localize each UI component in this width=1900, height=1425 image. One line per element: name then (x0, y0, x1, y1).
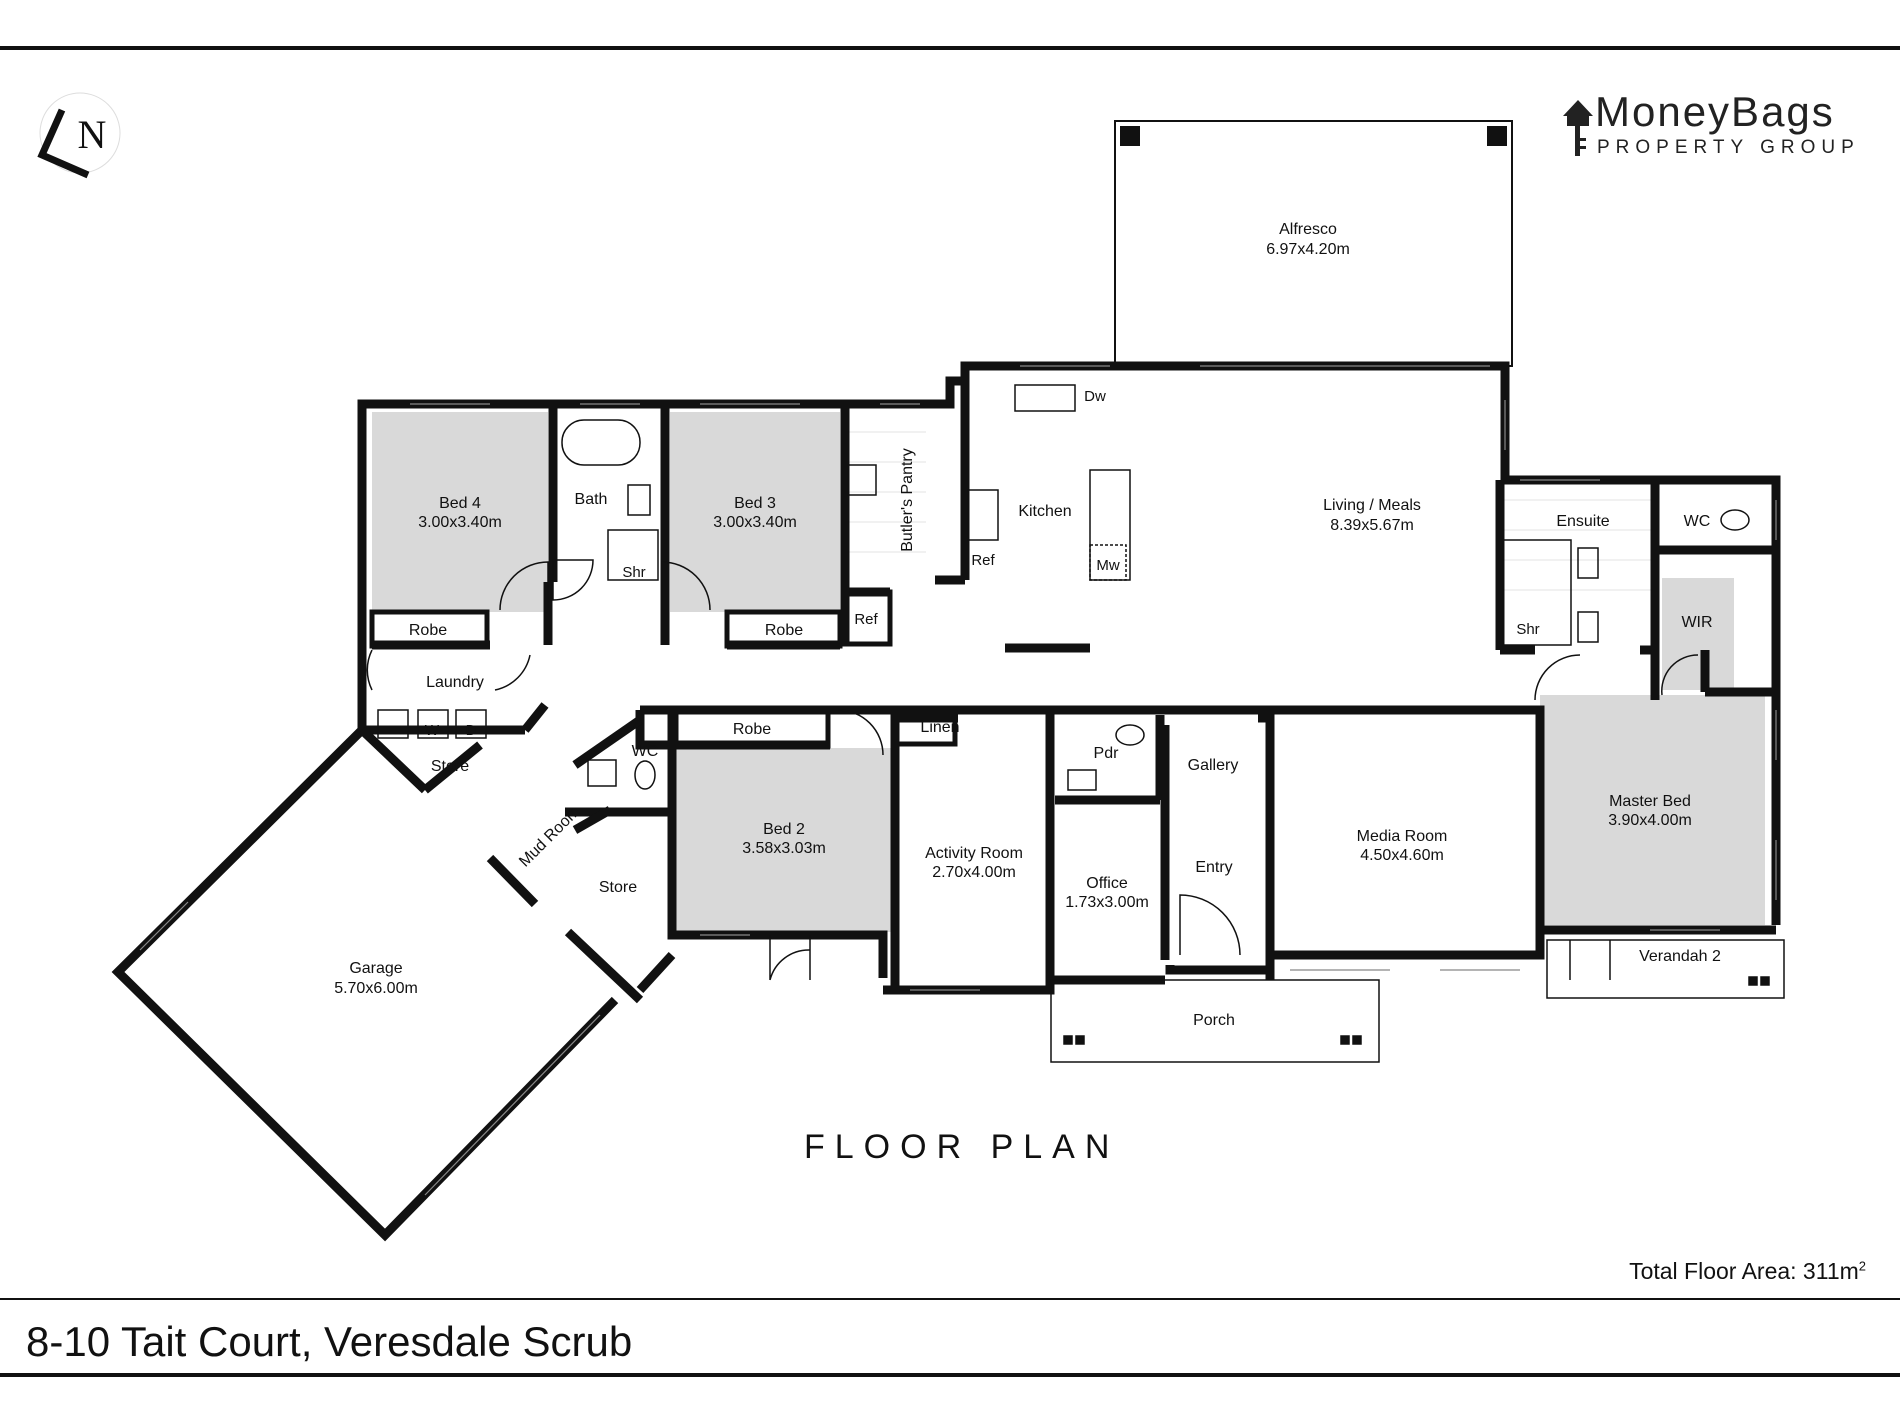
porch-label: Porch (1193, 1012, 1235, 1029)
master-label: Master Bed (1609, 793, 1691, 810)
butlers-ref-label: Ref (854, 611, 878, 628)
dryer (455, 709, 487, 739)
office-label: Office (1086, 875, 1128, 892)
bath-label: Bath (575, 491, 608, 508)
windows (139, 365, 1777, 1196)
dw-label: Dw (1084, 388, 1106, 405)
house-key-icon (1563, 100, 1593, 156)
bed3-dim: 3.00x3.40m (713, 514, 797, 531)
bed2-robe-label: Robe (733, 721, 771, 738)
room-labels: Alfresco 6.97x4.20m Living / Meals 8.39x… (334, 221, 1721, 1029)
bed3-label: Bed 3 (734, 495, 776, 512)
total-floor-area: Total Floor Area: 311m2 (1629, 1258, 1866, 1285)
ensuite-label: Ensuite (1556, 513, 1609, 530)
north-letter: N (78, 112, 107, 157)
total-floor-area-text: Total Floor Area: 311m (1629, 1258, 1859, 1284)
cooktop (967, 489, 999, 541)
activity-label: Activity Room (925, 845, 1023, 862)
shaded-bedrooms (372, 412, 1765, 932)
entry-label: Entry (1195, 859, 1232, 876)
page-title: FLOOR PLAN (804, 1128, 1120, 1166)
garage-dim: 5.70x6.00m (334, 980, 418, 997)
ensuite-shower (1502, 539, 1572, 646)
bath-basin (627, 484, 651, 516)
pdr-label: Pdr (1094, 745, 1120, 762)
walls (111, 361, 1781, 1242)
kitchen-sink (1014, 384, 1076, 412)
mud-label: Mud Room (516, 803, 583, 870)
washer-label: W (425, 722, 440, 739)
wc-master-pan (1720, 509, 1750, 531)
ensuite-basin-1 (1577, 547, 1599, 579)
north-logo: N (37, 92, 121, 179)
bottom-rule-2 (0, 1373, 1900, 1377)
bed4-label: Bed 4 (439, 495, 481, 512)
living-label: Living / Meals (1323, 497, 1421, 514)
brand-name: MoneyBags (1595, 88, 1835, 135)
bed2-label: Bed 2 (763, 821, 805, 838)
bed4-dim: 3.00x3.40m (418, 514, 502, 531)
gallery-label: Gallery (1188, 757, 1239, 774)
store2-label: Store (599, 879, 637, 896)
wc-master-label: WC (1684, 513, 1711, 530)
dryer-label: D (466, 722, 477, 739)
bath-tub (561, 419, 641, 466)
garage-label: Garage (349, 960, 402, 977)
top-rule (0, 46, 1900, 50)
robes (369, 589, 958, 749)
bath-shower (607, 529, 659, 581)
bed2-dim: 3.58x3.03m (742, 840, 826, 857)
mw-label: Mw (1096, 557, 1119, 574)
store1-label: Store (431, 758, 469, 775)
butlers-label: Butler's Pantry (899, 448, 916, 552)
pdr-pan (1115, 724, 1145, 746)
verandah2-label: Verandah 2 (1639, 948, 1721, 965)
laundry-trough (377, 709, 409, 739)
total-floor-area-sup: 2 (1858, 1258, 1866, 1274)
linen-label: Linen (920, 719, 959, 736)
bath-shr-label: Shr (622, 564, 645, 581)
kitchen-label: Kitchen (1018, 503, 1071, 520)
laundry-label: Laundry (426, 674, 484, 691)
kitchen-ref-label: Ref (971, 552, 995, 569)
media-label: Media Room (1357, 828, 1448, 845)
brand-subtitle: PROPERTY GROUP (1597, 137, 1860, 158)
alfresco-label: Alfresco (1279, 221, 1337, 238)
pantry-sink (847, 464, 877, 496)
bottom-rule-1 (0, 1298, 1900, 1300)
bed4-robe-label: Robe (409, 622, 447, 639)
porch-outlines (1050, 939, 1785, 1063)
alfresco-dim: 6.97x4.20m (1266, 241, 1350, 258)
activity-dim: 2.70x4.00m (932, 864, 1016, 881)
door-swings (366, 559, 1699, 981)
wc2-pan (634, 760, 656, 790)
living-dim: 8.39x5.67m (1330, 517, 1414, 534)
master-dim: 3.90x4.00m (1608, 812, 1692, 829)
office-dim: 1.73x3.00m (1065, 894, 1149, 911)
wir-label: WIR (1681, 614, 1712, 631)
media-dim: 4.50x4.60m (1360, 847, 1444, 864)
fixtures (377, 384, 1750, 791)
ensuite-basin-2 (1577, 611, 1599, 643)
property-address: 8-10 Tait Court, Veresdale Scrub (26, 1318, 633, 1365)
wc2-basin (587, 759, 617, 787)
pdr-basin (1067, 769, 1097, 791)
bed3-robe-label: Robe (765, 622, 803, 639)
tile-grid (848, 431, 1655, 591)
washer (417, 709, 449, 739)
ensuite-shr-label: Shr (1516, 621, 1539, 638)
wc2-label: WC (632, 743, 659, 760)
microwave-box (1089, 544, 1127, 581)
